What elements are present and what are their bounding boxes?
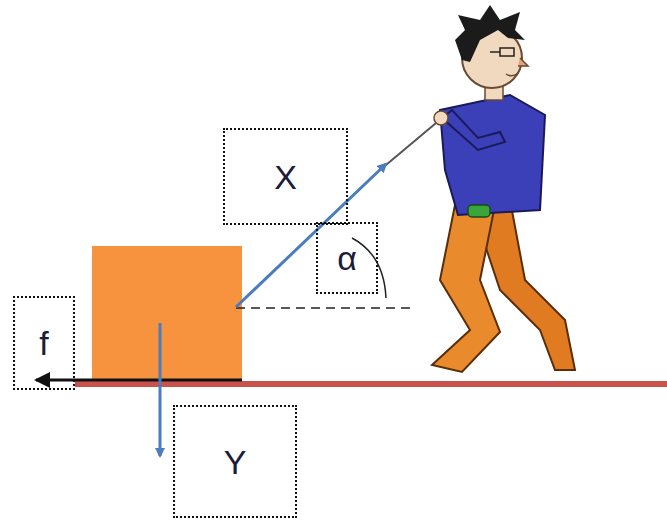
- man-figure: [432, 5, 575, 372]
- rope: [380, 118, 442, 170]
- weight-label-box: Y: [173, 405, 297, 518]
- pull-arrow: [236, 164, 386, 307]
- force-symbol: f: [39, 326, 48, 360]
- force-symbol: α: [337, 241, 357, 275]
- friction-arrow: [36, 379, 242, 382]
- reference-line: [236, 307, 415, 309]
- angle-arc: [352, 238, 386, 298]
- force-symbol: Y: [224, 445, 247, 479]
- force-label-box: X: [223, 128, 348, 225]
- angle-label-box: α: [316, 222, 378, 294]
- block: [92, 246, 242, 380]
- weight-arrow: [159, 323, 162, 456]
- force-symbol: X: [274, 160, 297, 194]
- friction-label-box: f: [13, 296, 75, 390]
- ground: [75, 381, 667, 387]
